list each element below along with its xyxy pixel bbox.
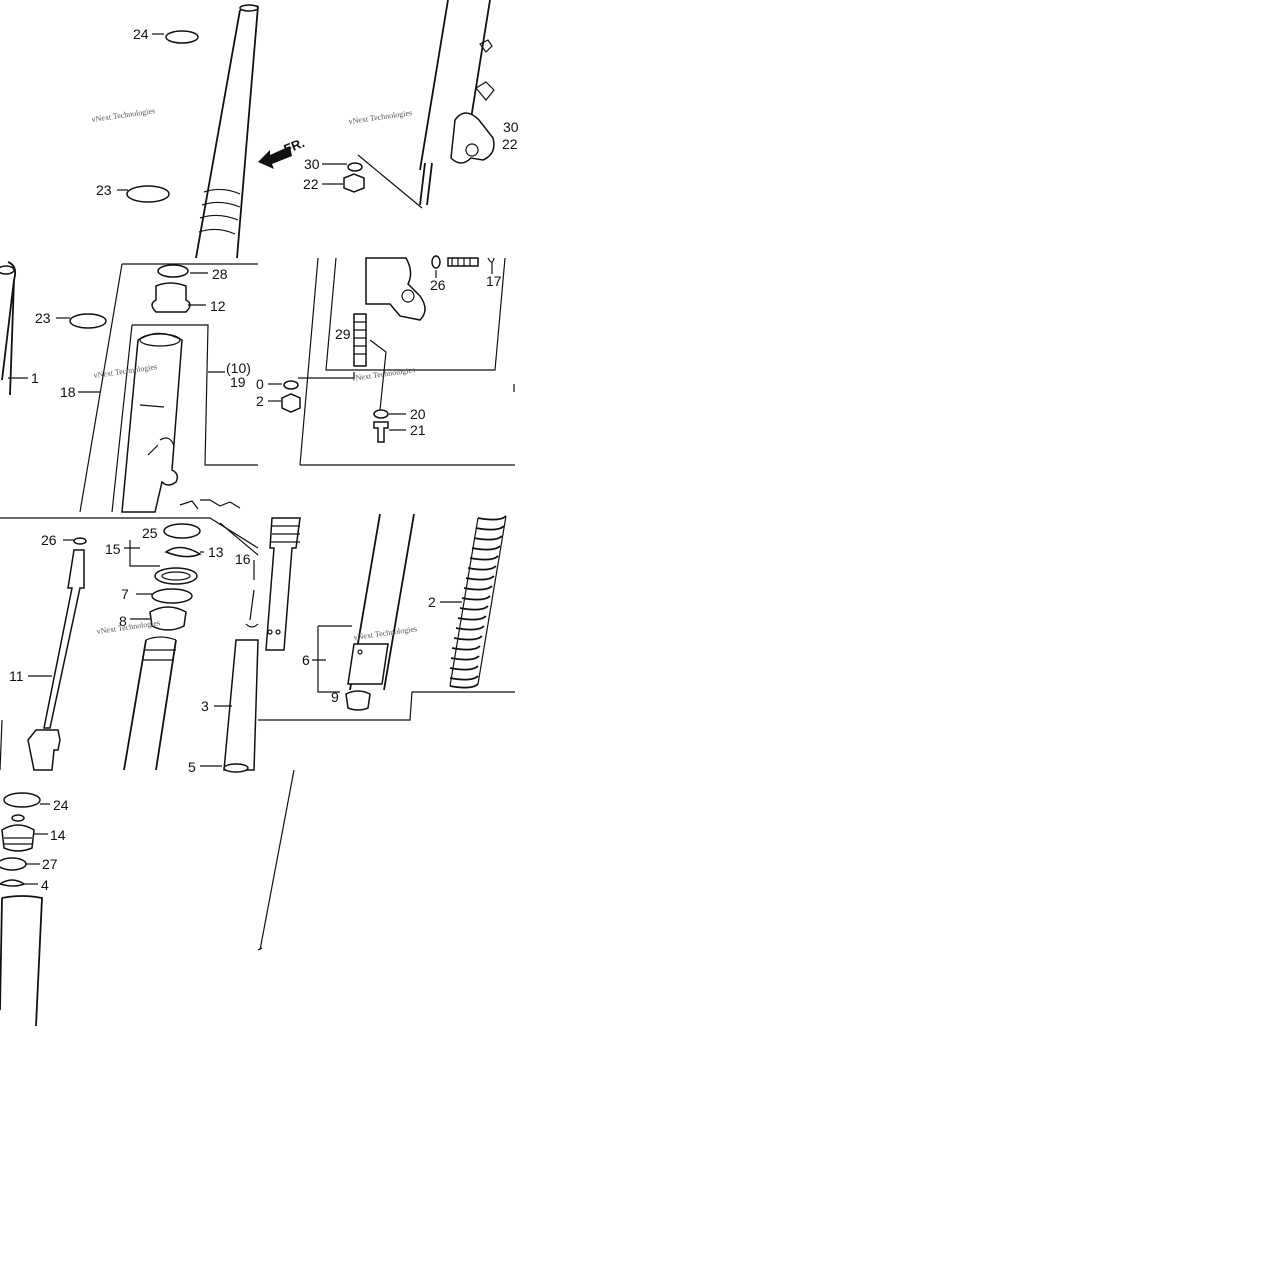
watermark-5: vNext Technologies: [96, 618, 161, 636]
watermark: vNext Technologies: [91, 106, 156, 124]
label-4: 4: [41, 877, 49, 893]
front-direction-label: FR.: [282, 135, 307, 157]
label-22-top: 22: [303, 176, 319, 192]
tile-upper-bracket: 30 22 30 22 vNext Technologies: [303, 0, 519, 209]
label-24-top: 24: [133, 26, 149, 42]
tile-fork-cap: 24 14 27 4: [0, 769, 295, 1027]
snap-ring-23-mid: [69, 313, 107, 329]
stopper-ring-4: [0, 879, 26, 887]
piston-6: [347, 643, 389, 685]
o-ring-24-bottom: [3, 792, 41, 808]
tile-spring-piston: 6 9 2 vNext Technologies: [258, 513, 515, 721]
label-10: (10): [226, 360, 251, 376]
oil-lock-piece-9: [345, 690, 371, 711]
label-15: 15: [105, 541, 121, 557]
label-26-low: 26: [41, 532, 57, 548]
tile-upper-fork-tube: 24 23 FR. vNext Technologies: [91, 4, 307, 259]
stud-29: [353, 313, 367, 367]
label-11: 11: [9, 668, 24, 684]
label-30-edge: 30: [503, 119, 519, 135]
retaining-clip-13: [164, 546, 202, 558]
dust-seal-25: [163, 523, 201, 539]
nut-22: [343, 173, 365, 193]
label-17: 17: [486, 273, 502, 289]
label-23-mid: 23: [35, 310, 51, 326]
bushing-12: [151, 282, 191, 313]
label-23-top: 23: [96, 182, 112, 198]
label-1: 1: [31, 370, 39, 386]
label-2-spring: 2: [428, 594, 436, 610]
label-6: 6: [302, 652, 310, 668]
label-30-top: 30: [304, 156, 320, 172]
label-14: 14: [50, 827, 66, 843]
label-18: 18: [60, 384, 76, 400]
label-21: 21: [410, 422, 426, 438]
label-16: 16: [235, 551, 251, 567]
label-7: 7: [121, 586, 129, 602]
label-3: 3: [201, 698, 209, 714]
tile-damper-seals: 26 11 25 13 15 7 8 16 3 5 vNex: [0, 517, 259, 775]
tile-fork-slider: 1 23 28 12 18 (10) 19 vNext Technologies: [0, 261, 258, 513]
oil-seal-15: [154, 567, 198, 585]
label-26-mid: 26: [430, 277, 446, 293]
snap-ring-23: [126, 185, 170, 203]
label-28: 28: [212, 266, 228, 282]
fork-pipe-3: [223, 639, 259, 771]
label-24-bottom: 24: [53, 797, 69, 813]
label-22-edge: 22: [502, 136, 518, 152]
label-29: 29: [335, 326, 351, 342]
label-20: 20: [410, 406, 426, 422]
front-direction-arrow-icon: [258, 146, 292, 169]
o-ring-27: [0, 857, 27, 871]
label-9: 9: [331, 689, 339, 705]
damper-rod-11: [43, 549, 85, 729]
back-up-ring-7: [151, 588, 193, 604]
slide-bushing-8: [149, 606, 187, 631]
label-13: 13: [208, 544, 224, 560]
bolt-21: [373, 421, 389, 443]
label-0-edge: 0: [256, 376, 264, 392]
washer-20: [373, 409, 389, 419]
label-25: 25: [142, 525, 158, 541]
watermark-6: vNext Technologies: [353, 624, 418, 642]
label-12: 12: [210, 298, 226, 314]
seal-28: [157, 264, 189, 278]
watermark-2: vNext Technologies: [348, 108, 413, 126]
washer-30: [347, 162, 363, 172]
label-2-edge: 2: [256, 393, 264, 409]
label-5: 5: [188, 759, 196, 775]
tile-lower-bracket: 29 26 17 0 2 20 21 vNext Technologies: [256, 255, 515, 466]
label-19: 19: [230, 374, 246, 390]
fork-spring-2: [449, 515, 507, 689]
label-27: 27: [42, 856, 58, 872]
o-ring-24: [165, 30, 199, 44]
fork-slider-18: [121, 332, 183, 513]
label-8: 8: [119, 613, 127, 629]
